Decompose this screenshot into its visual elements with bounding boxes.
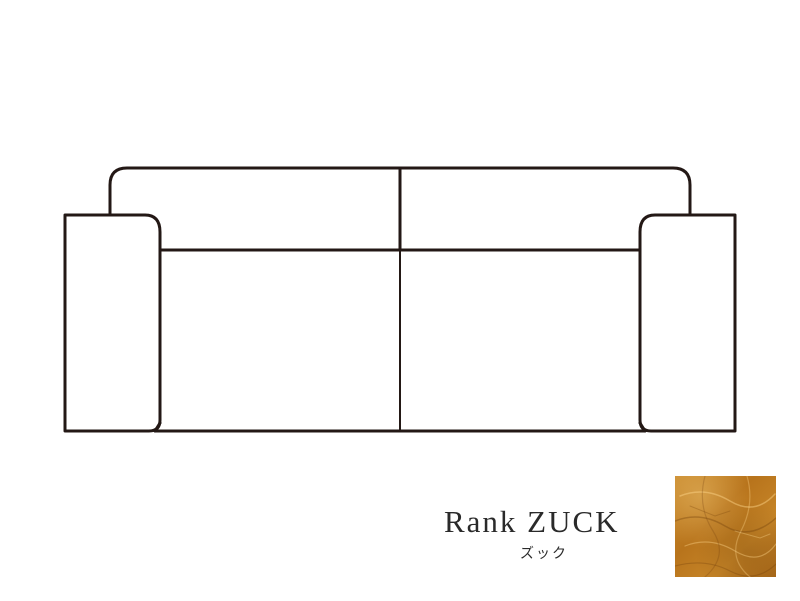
sofa-left-arm [63, 213, 162, 433]
sofa-base-right-notch [638, 421, 647, 433]
rank-title: Rank ZUCK [444, 504, 620, 539]
fabric-texture [675, 476, 776, 577]
fabric-swatch [675, 476, 776, 577]
sofa-base-left-notch [153, 421, 162, 433]
rank-subtitle: ズック [520, 546, 568, 562]
sofa-right-arm [638, 213, 737, 433]
